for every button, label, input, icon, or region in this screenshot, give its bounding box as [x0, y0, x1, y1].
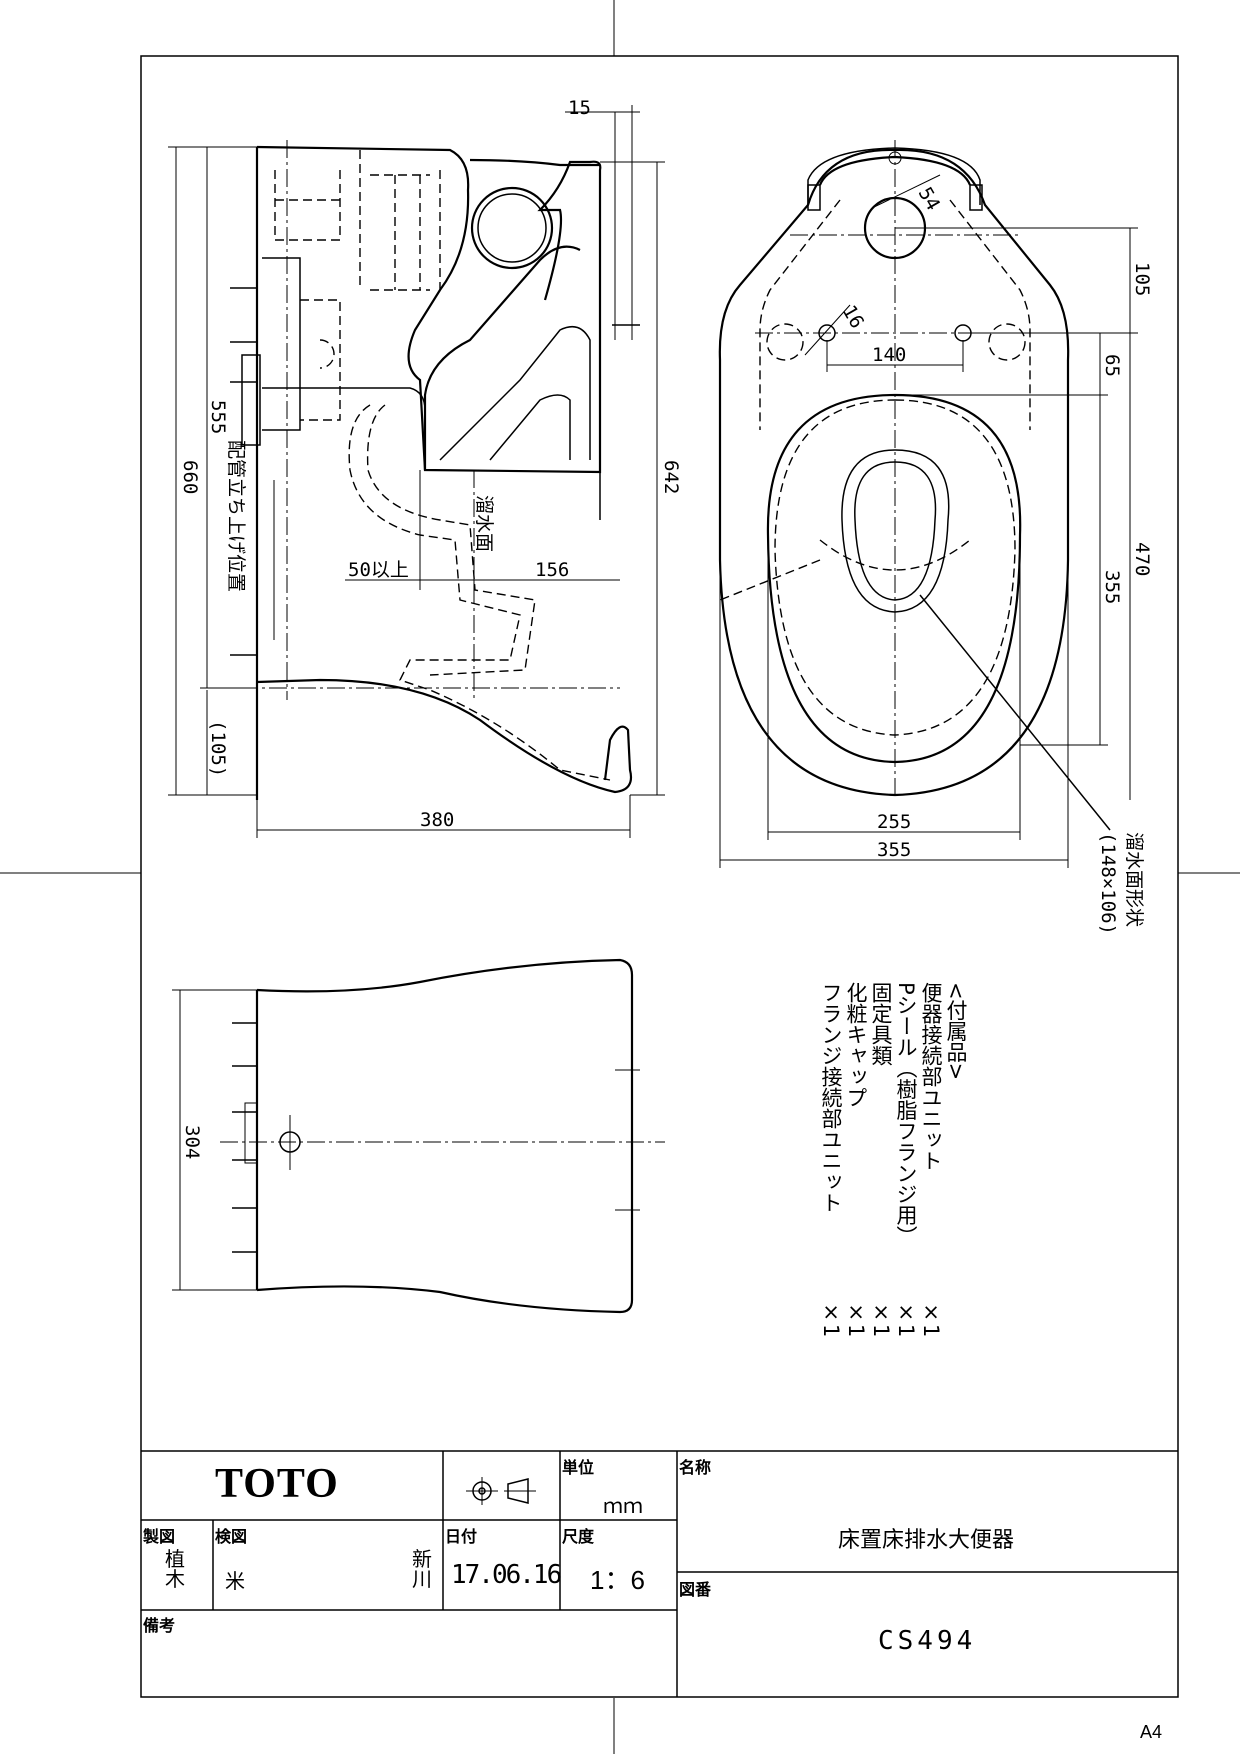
- label-water-shape: 溜水面形状: [1123, 832, 1145, 927]
- remarks-label: 備考: [143, 1618, 176, 1635]
- accessory-item-2: Pシール（樹脂フランジ用）: [894, 982, 918, 1247]
- dim-bottom-extra: (105): [207, 720, 229, 777]
- accessory-qty-spacer: ​: [943, 1300, 968, 1350]
- checker-name-1: 米: [225, 1571, 245, 1593]
- brand-logo: TOTO: [215, 1461, 339, 1507]
- accessory-item-4: 化粧キャップ: [844, 982, 868, 1108]
- accessory-item-5: フランジ接続部ユニット: [819, 982, 843, 1213]
- dim-bowl-width: 255: [877, 811, 911, 833]
- label-water-shape-size: (148×106): [1097, 832, 1119, 935]
- dim-bolt-diameter: 16: [838, 302, 868, 333]
- title-block-grid: [141, 1450, 1178, 1697]
- checker-label: 検図: [215, 1529, 248, 1546]
- accessory-item-3: 固定具類: [869, 982, 893, 1066]
- dim-width: 304: [181, 1125, 203, 1159]
- name-label: 名称: [679, 1460, 712, 1477]
- unit-value: ｍｍ: [603, 1496, 643, 1518]
- dim-height-right: 642: [660, 460, 682, 494]
- dim-top-offset: 15: [568, 97, 591, 119]
- drawing-number: CS494: [878, 1626, 977, 1656]
- accessories-quantities: ​ ×1 ×1 ×1 ×1 ×1: [819, 1300, 968, 1350]
- paper-size: A4: [1140, 1722, 1163, 1742]
- dim-height-total: 660: [179, 460, 201, 494]
- drafter-name: 植木: [165, 1549, 185, 1591]
- accessory-qty-2: ×1: [894, 1300, 918, 1338]
- top-view: [718, 140, 1138, 868]
- date-value: 17.06.16: [451, 1560, 562, 1590]
- checker-name-2: 新川: [412, 1549, 432, 1591]
- accessory-qty-5: ×1: [819, 1300, 843, 1338]
- accessories-heading: <付属品>: [944, 982, 968, 1081]
- dim-height-pipe: 555: [207, 400, 229, 434]
- accessory-item-1: 便器接続部ユニット: [919, 982, 943, 1171]
- dim-trap-distance: 156: [535, 559, 569, 581]
- dim-bowl-length: 355: [1101, 570, 1123, 604]
- label-pipe-position: 配管立ち上げ位置: [225, 440, 247, 592]
- drafter-label: 製図: [143, 1529, 176, 1546]
- label-water-surface: 溜水面: [473, 495, 495, 552]
- accessory-qty-4: ×1: [844, 1300, 868, 1338]
- dim-total-width: 355: [877, 839, 911, 861]
- dim-bolt-spacing: 140: [872, 344, 906, 366]
- drawing-number-label: 図番: [679, 1582, 712, 1599]
- projection-symbol-icon: [466, 1477, 536, 1505]
- accessory-qty-3: ×1: [869, 1300, 893, 1338]
- dim-total-length: 470: [1131, 542, 1153, 576]
- side-view: [168, 105, 665, 838]
- dim-to-bolts: 105: [1131, 262, 1153, 296]
- unit-label: 単位: [562, 1460, 595, 1477]
- date-label: 日付: [445, 1529, 478, 1546]
- dim-depth: 380: [420, 809, 454, 831]
- dim-min-distance: 50以上: [348, 559, 409, 581]
- accessory-qty-1: ×1: [919, 1300, 943, 1338]
- accessories-list: <付属品> 便器接続部ユニット Pシール（樹脂フランジ用） 固定具類 化粧キャッ…: [819, 982, 968, 1342]
- dim-to-bowl: 65: [1101, 354, 1123, 377]
- drawing-frame: [140, 55, 1179, 1698]
- scale-value: 1：6: [590, 1565, 645, 1595]
- side-view-dimension-labels: 15 660 555 642 (105) 50以上 156 380 配管立ち上げ…: [179, 97, 682, 831]
- product-name: 床置床排水大便器: [838, 1527, 1015, 1552]
- bottom-view: [172, 958, 665, 1314]
- scale-label: 尺度: [562, 1529, 595, 1546]
- bottom-view-dimension-labels: 304: [181, 1125, 203, 1159]
- top-view-dimension-labels: 54 16 140 105 65 355 470 255 355 溜水面形状 (…: [838, 184, 1153, 935]
